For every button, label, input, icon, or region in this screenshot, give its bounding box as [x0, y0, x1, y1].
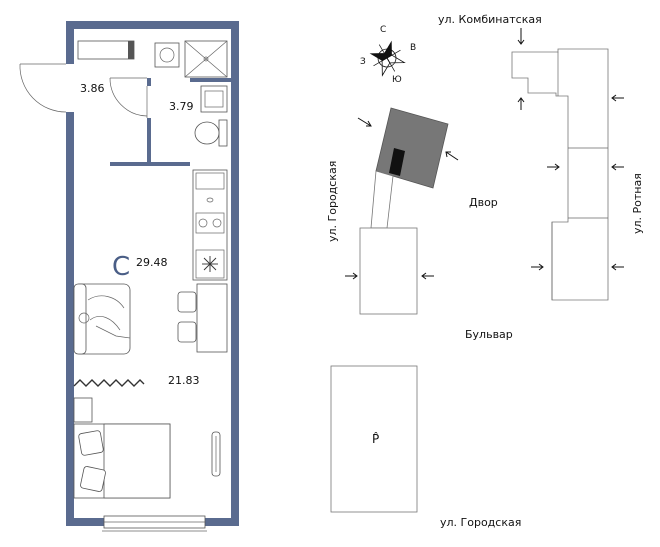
burner-1 [198, 218, 208, 228]
entrance-door-arc [19, 63, 67, 113]
street-gorodskaya-bottom: ул. Городская [440, 516, 521, 529]
parking-lot [330, 365, 418, 513]
shower-diag-2 [184, 40, 228, 78]
building-left [359, 227, 418, 315]
wardrobe [77, 40, 135, 60]
fridge [195, 249, 225, 279]
kitchen-tap [206, 197, 214, 203]
area-sleep: 21.83 [168, 374, 200, 387]
compass-s: Ю [392, 75, 402, 85]
site-plan: P̂ ул. Комбинатская ул. Городская ул. Ро… [326, 13, 644, 529]
boulevard-label: Бульвар [465, 328, 513, 341]
street-rotnaya: ул. Ротная [631, 173, 644, 234]
living-marker: С [112, 252, 130, 282]
building-connector [370, 170, 394, 229]
wardrobe-shade [128, 41, 134, 59]
armchair [73, 283, 131, 355]
chair-1 [177, 291, 197, 313]
compass-w: З [360, 57, 366, 67]
compass-e: В [410, 43, 416, 53]
parking-symbol: P̂ [372, 432, 379, 446]
nightstand [73, 397, 93, 423]
street-gorodskaya-left: ул. Городская [326, 161, 339, 242]
washing-machine-drum [159, 47, 175, 63]
toilet-bowl [194, 121, 220, 145]
bath-sink-bowl [204, 90, 224, 108]
cooktop [195, 212, 225, 234]
wall-bottom-right [205, 518, 239, 526]
entrance-gap [64, 64, 76, 112]
bed [73, 423, 171, 499]
compass-rose [369, 40, 406, 77]
yard-label: Двор [469, 196, 498, 209]
area-bath: 3.79 [169, 100, 194, 113]
partition-bath [147, 118, 151, 166]
area-hall: 3.86 [80, 82, 105, 95]
street-kombinatskaya: ул. Комбинатская [438, 13, 542, 26]
burner-2 [212, 218, 222, 228]
apartment-unit [389, 148, 405, 176]
shower-drain [203, 56, 209, 62]
partition-bath-right [190, 78, 232, 82]
compass-n: С [380, 25, 386, 35]
curtain-divider [73, 379, 145, 387]
building-right [511, 48, 609, 301]
washing-machine [154, 42, 180, 68]
wall-left [66, 21, 74, 526]
dining-table [196, 283, 228, 353]
bath-door-arc [109, 77, 148, 117]
floor-plan: 3.86 3.79 С 29.48 21.83 [19, 21, 239, 532]
kitchen-sink [195, 172, 225, 190]
area-living: 29.48 [136, 256, 168, 269]
chair-2 [177, 321, 197, 343]
wall-top [66, 21, 239, 29]
entrance-arrows [345, 28, 624, 280]
wall-bottom-left [66, 518, 104, 526]
wall-right [231, 21, 239, 526]
partition-bath-top [147, 78, 151, 86]
toilet-tank [218, 119, 228, 147]
snowflake-icon [202, 256, 218, 272]
